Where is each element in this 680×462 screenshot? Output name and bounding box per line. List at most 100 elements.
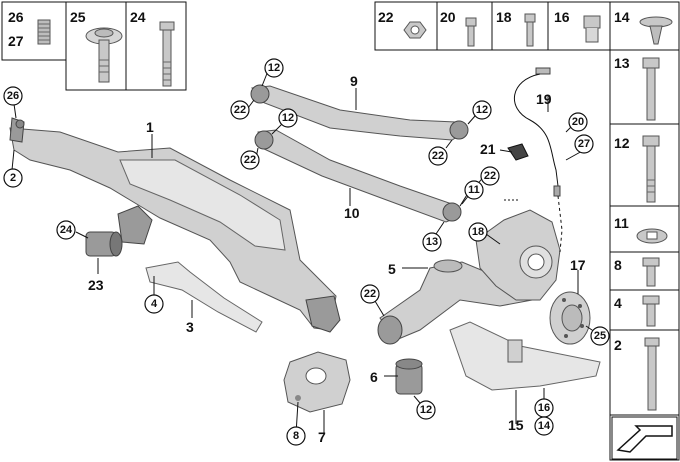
flange-bolt-icon [642,135,660,203]
svg-text:22: 22 [234,104,246,116]
callout-16: 16 [534,398,554,418]
direction-arrow-icon [611,416,678,460]
callout-17: 17 [570,257,586,273]
callout-3: 3 [186,319,194,335]
callout-10: 10 [344,205,360,221]
wheel-carrier [475,209,561,301]
legend-box-16: 16 [554,9,601,43]
svg-text:20: 20 [572,116,584,128]
callout-1: 1 [146,119,154,135]
label-11: 11 [614,215,629,231]
callout-21: 21 [480,141,496,157]
legend-box-14: 14 [614,9,673,45]
callout-8: 8 [286,426,306,446]
clip-nut-icon [583,15,601,43]
washer-icon [636,228,668,244]
callout-9: 9 [350,73,358,89]
callout-18: 18 [468,222,488,242]
sleeve-bolt-icon [37,19,51,45]
callout-6: 6 [370,369,378,385]
svg-text:2: 2 [10,172,16,184]
label-22: 22 [378,9,394,25]
svg-text:4: 4 [151,298,158,310]
legend-box-18: 18 [496,9,536,47]
hex-nut-icon [403,21,427,39]
callout-4: 4 [144,294,164,314]
screw-icon [524,13,536,47]
svg-text:25: 25 [594,330,606,342]
long-bolt-icon [642,57,660,121]
callout-13: 13 [422,232,442,252]
legend-box-22: 22 [378,9,427,39]
callout-24: 24 [56,220,76,240]
legend-box-25: 25 [65,1,127,91]
callout-12d: 12 [416,400,436,420]
callout-19: 19 [536,91,552,107]
callout-26: 26 [3,86,23,106]
label-14: 14 [614,9,630,25]
abs-sensor-cable [514,67,563,253]
label-26: 26 [8,9,24,25]
callout-12c: 12 [472,100,492,120]
callout-27: 27 [574,134,594,154]
callout-20: 20 [568,112,588,132]
upper-control-arm [250,84,469,141]
expansion-rivet-icon [639,16,673,45]
callout-22a: 22 [230,100,250,120]
callout-23: 23 [88,277,104,293]
label-20: 20 [440,9,456,25]
callout-5: 5 [388,261,396,277]
mount-bracket [283,351,351,413]
legend-box-12: 12 [614,135,660,203]
callout-12b: 12 [278,108,298,128]
svg-text:12: 12 [420,404,432,416]
svg-text:18: 18 [472,226,484,238]
cable-clip [507,143,529,161]
label-12: 12 [614,135,630,151]
svg-text:12: 12 [476,104,488,116]
rubber-buffer [395,358,423,395]
label-24: 24 [130,9,146,25]
svg-text:12: 12 [282,112,294,124]
label-16: 16 [554,9,570,25]
svg-text:22: 22 [484,170,496,182]
legend-box-26-27: 26 27 [1,1,67,61]
callout-22b: 22 [240,150,260,170]
legend-column-right [609,49,680,461]
callouts-plain: 1 3 5 6 7 9 10 15 17 19 21 23 [88,73,586,445]
svg-text:24: 24 [60,224,73,236]
bolt-icon [642,295,660,327]
short-bolt-icon [642,257,660,287]
legend-box-13: 13 [614,55,660,121]
svg-text:11: 11 [468,184,480,196]
legend-box-11: 11 [614,215,668,244]
legend-box-2: 2 [614,337,660,411]
wheel-hub [549,291,591,345]
callout-22e: 22 [360,284,380,304]
svg-text:26: 26 [7,90,19,102]
callout-14: 14 [534,416,554,436]
callout-7: 7 [318,429,326,445]
callout-12a: 12 [264,58,284,78]
protective-plate [449,321,601,391]
callout-22d: 22 [480,166,500,186]
collar-bolt-icon [85,27,123,83]
svg-text:13: 13 [426,236,438,248]
label-18: 18 [496,9,512,25]
svg-text:27: 27 [578,138,590,150]
svg-text:14: 14 [538,420,551,432]
callout-2: 2 [3,168,23,188]
label-25: 25 [70,9,86,25]
support-bracket [145,261,263,333]
svg-text:12: 12 [268,62,280,74]
legend-box-20: 20 [440,9,477,47]
screw-icon [465,17,477,47]
svg-text:8: 8 [293,430,299,442]
hex-bolt-icon [159,21,175,87]
svg-text:16: 16 [538,402,550,414]
callout-15: 15 [508,417,524,433]
rubber-bushing [85,231,123,257]
svg-text:22: 22 [364,288,376,300]
label-13: 13 [614,55,630,71]
